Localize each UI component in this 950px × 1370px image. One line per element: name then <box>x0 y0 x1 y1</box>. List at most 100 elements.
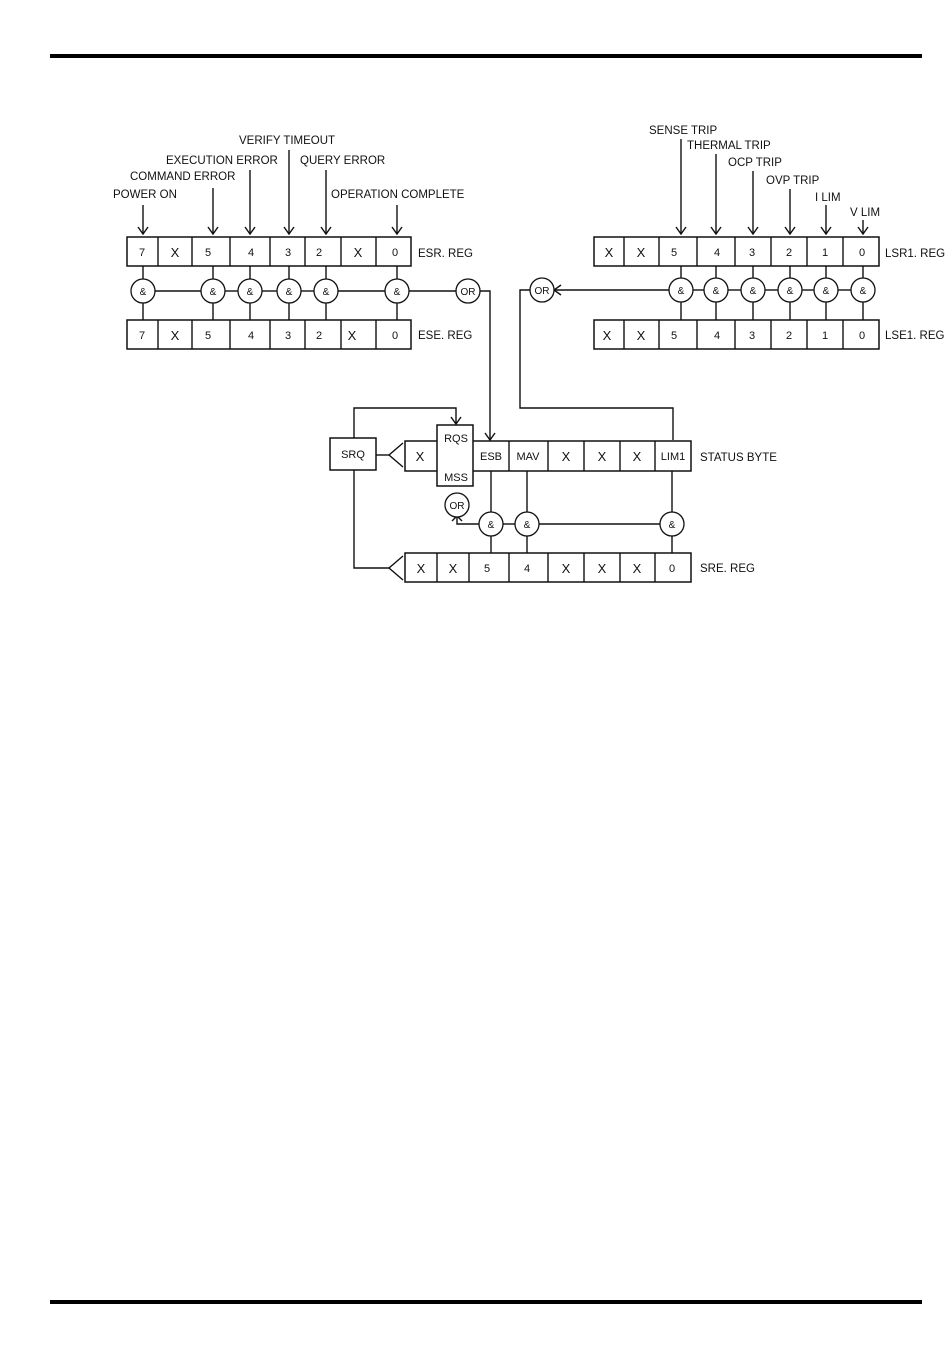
sre-bit-2: X <box>598 561 607 576</box>
and-gate-label: & <box>210 287 217 298</box>
esr-bit-0: 0 <box>392 247 398 259</box>
lsr1-bit-1: 1 <box>822 247 828 259</box>
srq-label: SRQ <box>341 449 365 461</box>
and-gate-label: & <box>488 520 495 531</box>
status-byte-gates: OR & & & <box>444 471 685 553</box>
lsr1-input-arrows <box>675 139 869 236</box>
lse1-bit-0: 0 <box>859 330 865 342</box>
status-byte-lim1: LIM1 <box>661 451 685 463</box>
and-gate-label: & <box>669 520 676 531</box>
esr-input-arrows <box>137 150 403 236</box>
ese-register: 7 X 5 4 3 2 X 0 <box>126 319 412 350</box>
and-gate-label: & <box>713 286 720 297</box>
lsr1-bit-0: 0 <box>859 247 865 259</box>
esr-and-gates: & & & & & & <box>130 266 456 320</box>
sre-bit-7: X <box>417 561 426 576</box>
ese-bit-2: 2 <box>316 330 322 342</box>
lse1-register: X X 5 4 3 2 1 0 <box>593 319 880 350</box>
status-byte-mav: MAV <box>516 451 540 463</box>
and-gate-label: & <box>750 286 757 297</box>
status-byte-bit-7: X <box>416 449 425 464</box>
srq-box: SRQ <box>329 437 404 471</box>
lsr1-bit-5: 5 <box>671 247 677 259</box>
lsr1-and-gates: & & & & & & <box>552 266 876 320</box>
ese-bit-0: 0 <box>392 330 398 342</box>
status-byte-register: X RQS MSS ESB MAV X X X LIM1 <box>404 424 692 487</box>
and-gate-label: & <box>140 287 147 298</box>
lse1-bit-7: X <box>603 328 612 343</box>
and-gate-label: & <box>394 287 401 298</box>
ese-bit-4: 4 <box>248 330 254 342</box>
esr-register-label: ESR. REG <box>418 248 473 260</box>
lsr1-bit-6: X <box>637 245 646 260</box>
and-gate-label: & <box>860 286 867 297</box>
ese-bit-5: 5 <box>205 330 211 342</box>
lse1-bit-6: X <box>637 328 646 343</box>
lsr1-bit-2: 2 <box>786 247 792 259</box>
and-gate-label: & <box>323 287 330 298</box>
status-byte-bit-3: X <box>562 449 571 464</box>
status-byte-bit-1: X <box>633 449 642 464</box>
sre-bit-1: X <box>633 561 642 576</box>
esr-bit-2: 2 <box>316 247 322 259</box>
ese-bit-3: 3 <box>285 330 291 342</box>
status-byte-mss: MSS <box>444 472 468 484</box>
esr-register: 7 X 5 4 3 2 X 0 <box>126 236 412 267</box>
esr-event-execution-error: EXECUTION ERROR <box>166 155 278 167</box>
lsr1-event-ovp-trip: OVP TRIP <box>766 175 820 187</box>
esr-bit-6: X <box>171 245 180 260</box>
lsr1-event-ocp-trip: OCP TRIP <box>728 157 782 169</box>
or-gate-label: OR <box>461 287 476 298</box>
lsr1-bit-7: X <box>605 245 614 260</box>
lsr1-bit-3: 3 <box>749 247 755 259</box>
lsr1-event-sense-trip: SENSE TRIP <box>649 125 717 137</box>
and-gate-label: & <box>247 287 254 298</box>
lse1-bit-2: 2 <box>786 330 792 342</box>
sre-register: X X 5 4 X X X 0 <box>404 552 692 583</box>
ese-bit-6: X <box>171 328 180 343</box>
and-gate-label: & <box>787 286 794 297</box>
esr-event-command-error: COMMAND ERROR <box>130 171 235 183</box>
lse1-register-label: LSE1. REG <box>885 330 944 342</box>
or-gate-label: OR <box>535 286 550 297</box>
rqs-feedback-line <box>353 407 462 440</box>
lse1-bit-4: 4 <box>714 330 720 342</box>
esr-bit-5: 5 <box>205 247 211 259</box>
and-gate-label: & <box>678 286 685 297</box>
lse1-bit-5: 5 <box>671 330 677 342</box>
status-byte-esb: ESB <box>480 451 502 463</box>
sre-bit-6: X <box>449 561 458 576</box>
and-gate-label: & <box>286 287 293 298</box>
sre-register-label: SRE. REG <box>700 563 755 575</box>
sre-bit-0: 0 <box>669 563 675 575</box>
esr-event-power-on: POWER ON <box>113 189 177 201</box>
lse1-bit-3: 3 <box>749 330 755 342</box>
lsr1-or-gate: OR <box>519 277 674 440</box>
esr-bit-7: 7 <box>139 247 145 259</box>
esr-event-query-error: QUERY ERROR <box>300 155 385 167</box>
sre-bit-4: 4 <box>524 563 530 575</box>
ese-bit-1: X <box>348 328 357 343</box>
lsr1-event-i-lim: I LIM <box>815 192 841 204</box>
lsr1-register: X X 5 4 3 2 1 0 <box>593 236 880 267</box>
status-byte-rqs: RQS <box>444 433 468 445</box>
sre-bit-5: 5 <box>484 563 490 575</box>
srq-sre-line <box>353 470 404 581</box>
sre-bit-3: X <box>562 561 571 576</box>
esr-bit-4: 4 <box>248 247 254 259</box>
status-byte-bit-2: X <box>598 449 607 464</box>
esr-event-operation-complete: OPERATION COMPLETE <box>331 189 465 201</box>
esr-or-gate: OR <box>455 278 496 442</box>
esr-bit-3: 3 <box>285 247 291 259</box>
lsr1-event-thermal-trip: THERMAL TRIP <box>687 140 771 152</box>
or-gate-label: OR <box>450 501 465 512</box>
lsr1-bit-4: 4 <box>714 247 720 259</box>
ese-register-label: ESE. REG <box>418 330 472 342</box>
status-byte-label: STATUS BYTE <box>700 452 777 464</box>
and-gate-label: & <box>823 286 830 297</box>
esr-event-verify-timeout: VERIFY TIMEOUT <box>239 135 335 147</box>
lsr1-register-label: LSR1. REG <box>885 248 945 260</box>
ese-bit-7: 7 <box>139 330 145 342</box>
lse1-bit-1: 1 <box>822 330 828 342</box>
